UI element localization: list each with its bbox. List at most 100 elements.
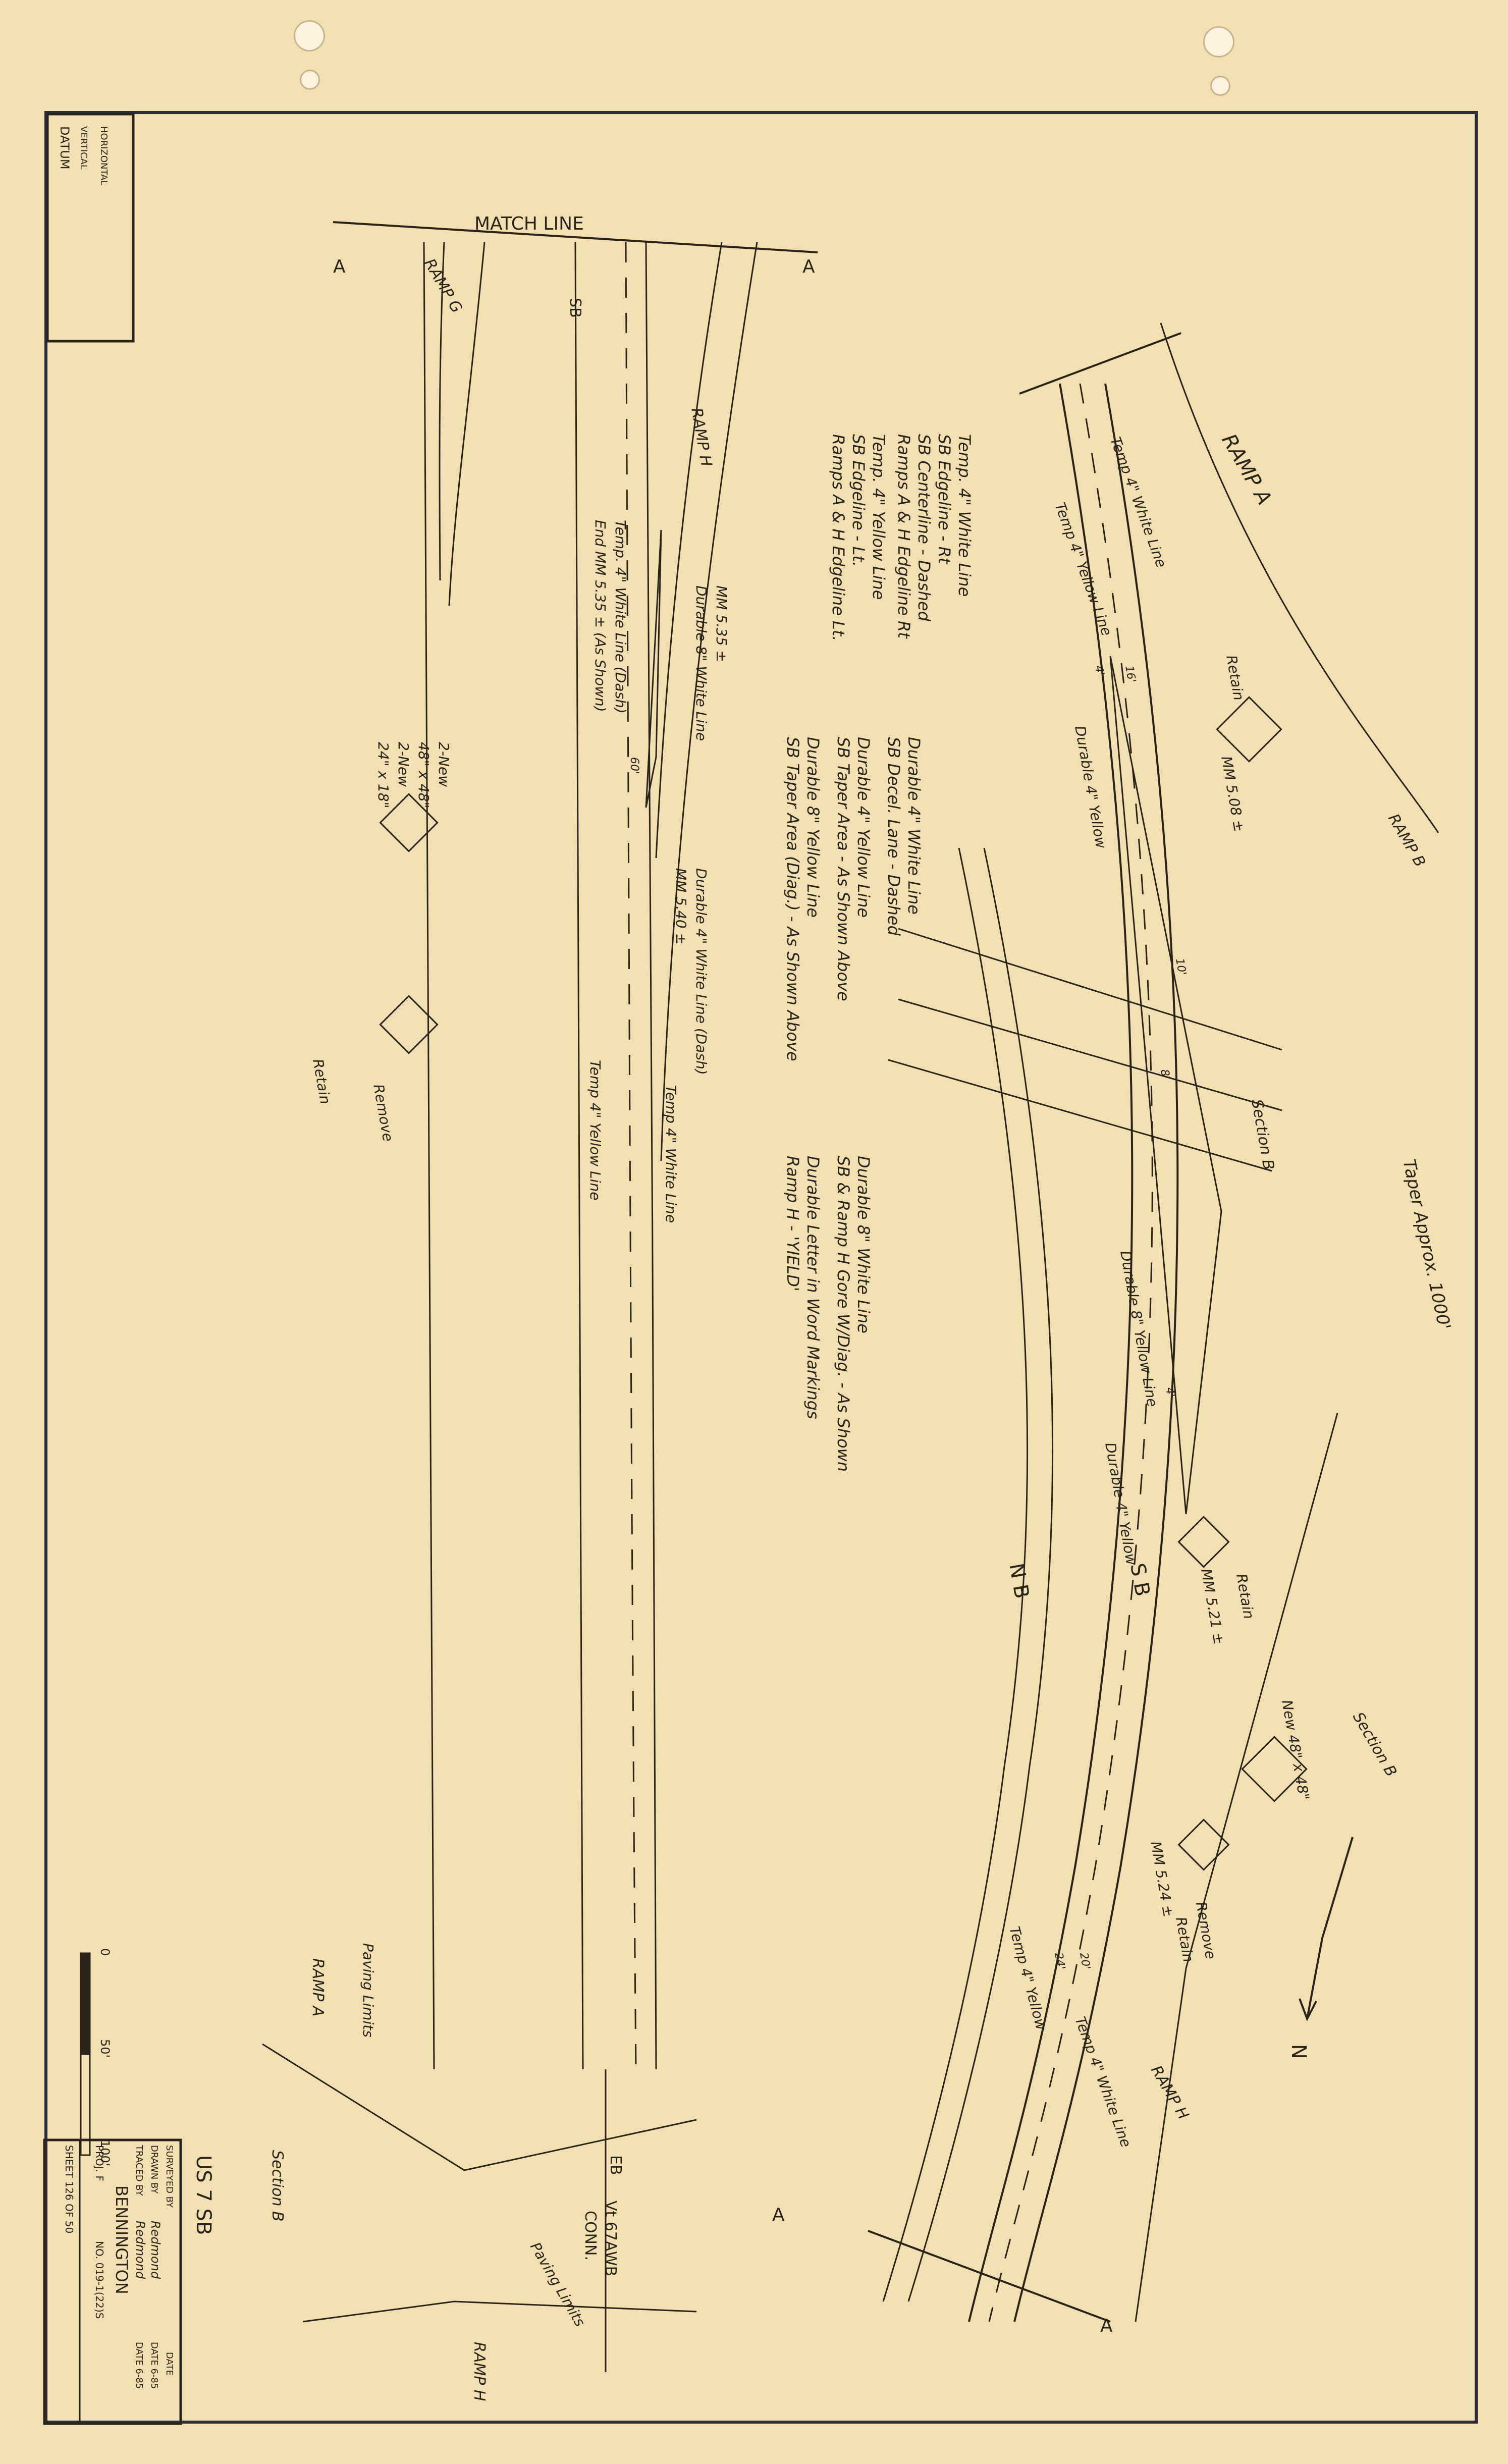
note-temp-yellow-bottom: Temp 4" Yellow bbox=[1006, 1924, 1050, 2032]
scale-bar-open bbox=[80, 2053, 91, 2156]
taper-hatch bbox=[1109, 656, 1222, 1515]
legend-temp-yellow-1: SB Edgeline - Lt. bbox=[849, 434, 868, 567]
scale-hundred: 100' bbox=[98, 2140, 112, 2166]
note-retain-lower: Retain bbox=[1172, 1915, 1197, 1963]
legend-temp-white-1: SB Edgeline - Rt bbox=[935, 434, 954, 565]
note-temp-yellow: Temp 4" Yellow Line bbox=[1051, 500, 1115, 638]
sign-merge-new bbox=[1241, 1736, 1308, 1802]
note-new-2b: 2-New bbox=[395, 742, 412, 787]
sb-label: SB bbox=[566, 298, 584, 318]
note-durable-yellow4-upper: Durable 4" Yellow bbox=[1071, 724, 1109, 849]
bridge-line-3 bbox=[888, 1059, 1272, 1172]
tb-sheet: SHEET 126 OF 50 bbox=[63, 2145, 75, 2233]
sign-merge-retain bbox=[1216, 696, 1282, 763]
note-temp-white-line: Temp 4" White Line bbox=[663, 1085, 679, 1223]
note-durable-yellow8: Durable 8" Yellow Line bbox=[1117, 1249, 1161, 1408]
legend-temp-white: Temp. 4" White Line bbox=[955, 434, 974, 597]
sign-merging-traffic bbox=[1177, 1516, 1230, 1568]
inset-road-2 bbox=[302, 2300, 697, 2323]
title-block bbox=[43, 2138, 182, 2425]
left-road-edge-1 bbox=[423, 242, 435, 2070]
note-mm-540: MM 5.40 ± bbox=[673, 868, 689, 945]
tb-drawn-by: DRAWN BY bbox=[149, 2145, 159, 2194]
section-a-left: A bbox=[333, 256, 346, 277]
left-road-edge-3 bbox=[625, 242, 637, 2070]
note-end-mm: End MM 5.35 ± (As Shown) bbox=[592, 520, 609, 712]
tb-drawn-name: Redmond bbox=[148, 2221, 163, 2279]
datum-vertical: VERTICAL bbox=[78, 126, 89, 170]
ramp-h-inset: RAMP H bbox=[470, 2342, 488, 2401]
note-durable-yellow4: Durable 4" Yellow bbox=[1102, 1441, 1140, 1566]
sb-centerline bbox=[988, 383, 1153, 2322]
vt67a-label: Vt 67A bbox=[602, 2201, 619, 2252]
eb-label: EB bbox=[607, 2155, 624, 2175]
dim-4: 4' bbox=[1092, 665, 1106, 677]
legend-dur-white8-1: SB & Ramp H Gore W/Diag. - As Shown bbox=[834, 1156, 853, 1472]
dim-4b: 4' bbox=[1163, 1386, 1177, 1399]
tb-date-header: DATE bbox=[164, 2352, 175, 2376]
dim-16: 16' bbox=[1122, 665, 1138, 684]
scale-zero: 0 bbox=[98, 1948, 112, 1956]
note-paving-limits-2: Paving Limits bbox=[527, 2239, 588, 2329]
datum-horizontal: HORIZONTAL bbox=[98, 126, 109, 185]
north-arrow-shaft bbox=[1306, 1837, 1354, 2019]
wb-label: WB bbox=[602, 2251, 619, 2276]
section-b-right: Section B bbox=[1349, 1709, 1400, 1780]
note-paving-limits: Paving Limits bbox=[360, 1943, 376, 2038]
section-a-bottom-right: A bbox=[1100, 2316, 1113, 2336]
sheet-border bbox=[44, 111, 1478, 2424]
dim-20: 20' bbox=[1077, 1952, 1093, 1971]
sign-form-single-lane bbox=[379, 995, 439, 1054]
match-line-label-top: MATCH LINE bbox=[474, 213, 584, 234]
scale-bar-solid bbox=[80, 1952, 91, 2055]
section-a-bottom-left: A bbox=[772, 2205, 785, 2225]
legend-dur-letter-1: Ramp H - 'YIELD' bbox=[783, 1156, 802, 1292]
tb-traced-date: DATE 6-85 bbox=[134, 2342, 144, 2389]
section-a-right: A bbox=[802, 256, 815, 277]
ramp-a-edge bbox=[1160, 323, 1439, 833]
sb-edge-left bbox=[968, 383, 1134, 2322]
sign-lane-ends-new bbox=[379, 793, 439, 852]
note-mm-524: MM 5.24 ± bbox=[1147, 1840, 1177, 1918]
legend-dur-letter: Durable Letter in Word Markings bbox=[803, 1156, 823, 1419]
nb-edge-1 bbox=[907, 847, 1054, 2302]
match-line-lower-right bbox=[868, 2230, 1111, 2323]
tb-proj: PROJ. F bbox=[93, 2145, 105, 2181]
legend-dur-white4-1: SB Decel. Lane - Dashed bbox=[884, 737, 903, 936]
ramp-g-edge bbox=[448, 242, 486, 606]
note-remove-left: Remove bbox=[370, 1083, 396, 1143]
north-label: N bbox=[1287, 2044, 1310, 2059]
note-temp-yellow-line: Temp 4" Yellow Line bbox=[587, 1060, 604, 1201]
legend-temp-white-2: SB Centerline - Dashed bbox=[914, 434, 934, 622]
sign-merge-remove bbox=[1177, 1818, 1230, 1871]
left-road-edge-4 bbox=[645, 242, 657, 2070]
scale-fifty: 50' bbox=[98, 2039, 112, 2058]
note-mm-508: MM 5.08 ± bbox=[1218, 755, 1248, 833]
ramp-h-edge-2 bbox=[660, 242, 758, 1161]
tb-surveyed-by: SURVEYED BY bbox=[164, 2145, 175, 2208]
match-line-upper-right bbox=[1019, 332, 1181, 395]
dim-24: 24' bbox=[1052, 1952, 1067, 1971]
legend-dur-yellow8-1: SB Taper Area (Diag.) - As Shown Above bbox=[783, 737, 802, 1061]
note-new-sign: New 48" x 48" bbox=[1278, 1698, 1312, 1801]
bridge-line-2 bbox=[898, 998, 1282, 1111]
bridge-line-1 bbox=[898, 928, 1282, 1051]
legend-dur-yellow8: Durable 8" Yellow Line bbox=[803, 737, 823, 918]
tb-traced-name: Redmond bbox=[133, 2221, 147, 2279]
note-mm-535: MM 5.35 ± bbox=[713, 585, 730, 662]
note-temp-white: Temp 4" White Line bbox=[1107, 435, 1169, 570]
inset-road-1 bbox=[262, 2043, 697, 2171]
note-mm-521: MM 5.21 ± bbox=[1198, 1567, 1227, 1645]
ramp-h-edge bbox=[655, 242, 723, 859]
ramp-a-inset: RAMP A bbox=[309, 1958, 327, 2016]
legend-dur-yellow4: Durable 4" Yellow Line bbox=[854, 737, 873, 918]
conn-label: CONN. bbox=[581, 2211, 599, 2261]
legend-dur-yellow4-1: SB Taper Area - As Shown Above bbox=[834, 737, 853, 1001]
note-new-2: 2-New bbox=[436, 742, 452, 787]
ramp-h-label-lower: RAMP H bbox=[1147, 2063, 1192, 2123]
punch-hole-right bbox=[1203, 26, 1234, 58]
ramp-h-right-edge bbox=[1135, 1413, 1338, 2322]
note-new-2b-size: 24" x 18" bbox=[375, 742, 392, 808]
